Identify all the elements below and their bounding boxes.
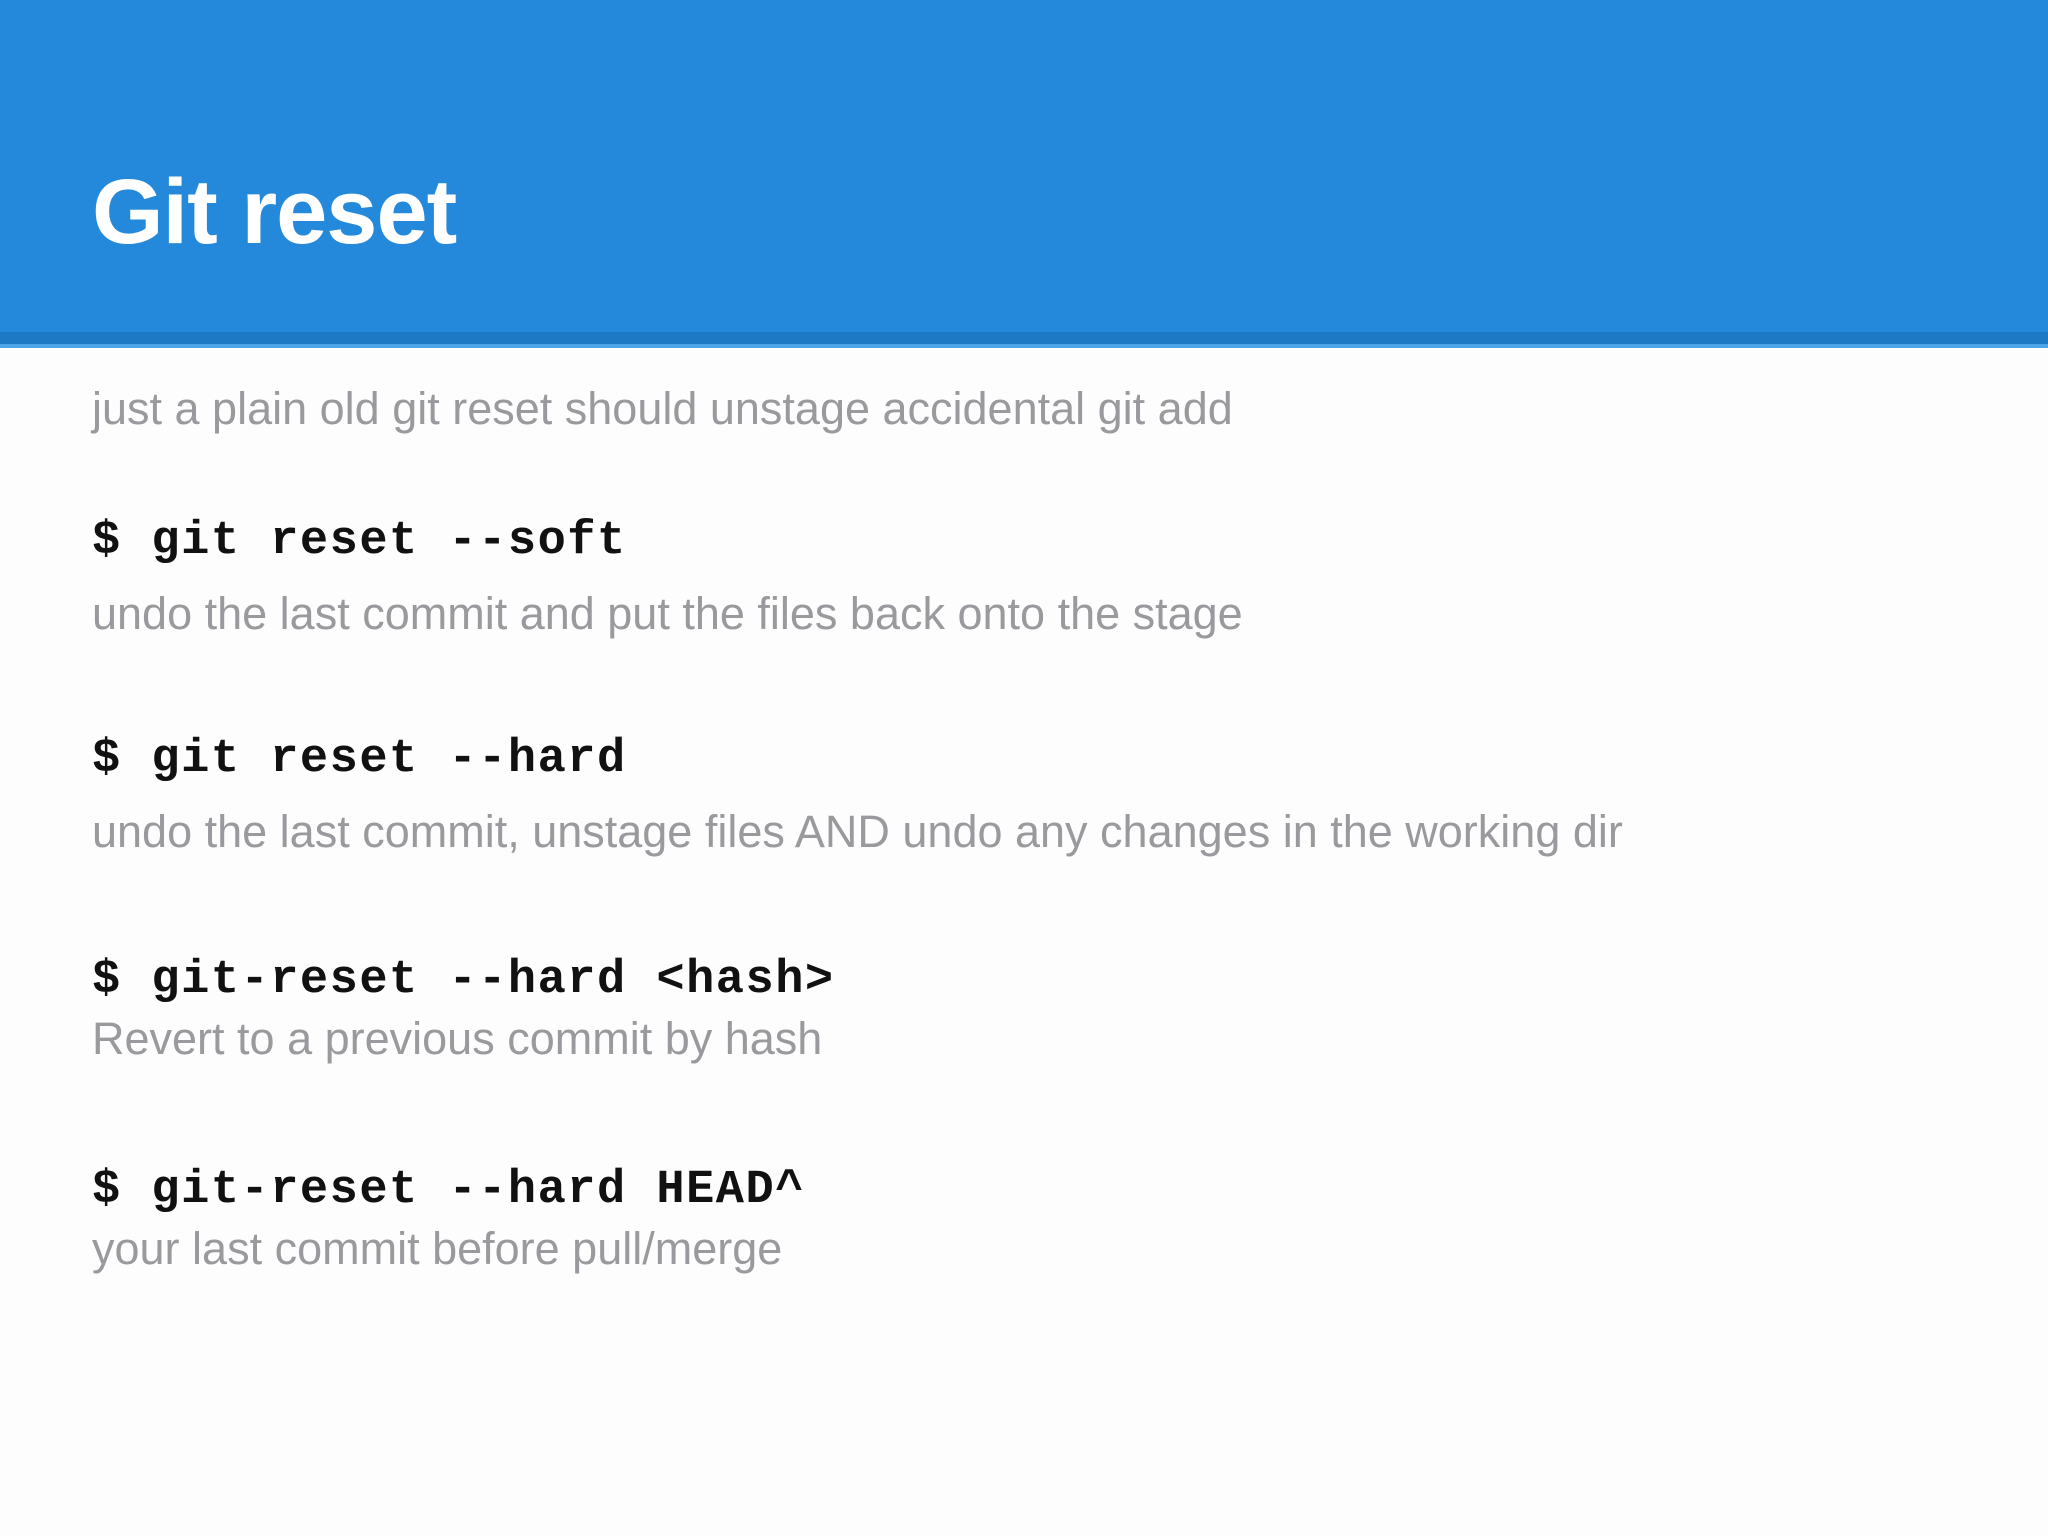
- command-group-hard: $ git reset --hard undo the last commit,…: [92, 736, 1992, 857]
- command-group-hard-hash: $ git-reset --hard <hash> Revert to a pr…: [92, 957, 1992, 1064]
- page-title: Git reset: [92, 161, 457, 263]
- command-line: $ git-reset --hard HEAD^: [92, 1164, 805, 1217]
- command-line: $ git-reset --hard <hash>: [92, 953, 835, 1007]
- command-group-soft: $ git reset --soft undo the last commit …: [92, 518, 1992, 639]
- command-description: undo the last commit and put the files b…: [92, 587, 1243, 639]
- command-description: your last commit before pull/merge: [92, 1223, 783, 1274]
- command-group-hard-head: $ git-reset --hard HEAD^ your last commi…: [92, 1167, 1992, 1274]
- lead-note: just a plain old git reset should unstag…: [92, 383, 1233, 434]
- command-description: Revert to a previous commit by hash: [92, 1012, 823, 1064]
- command-line: $ git reset --soft: [92, 514, 627, 568]
- slide-body: just a plain old git reset should unstag…: [92, 384, 1992, 1274]
- slide-header-banner: Git reset: [0, 0, 2048, 332]
- command-line: $ git reset --hard: [92, 733, 627, 786]
- header-accent-rule-light: [0, 344, 2048, 348]
- header-accent-rule: [0, 332, 2048, 344]
- command-description: undo the last commit, unstage files AND …: [92, 806, 1623, 857]
